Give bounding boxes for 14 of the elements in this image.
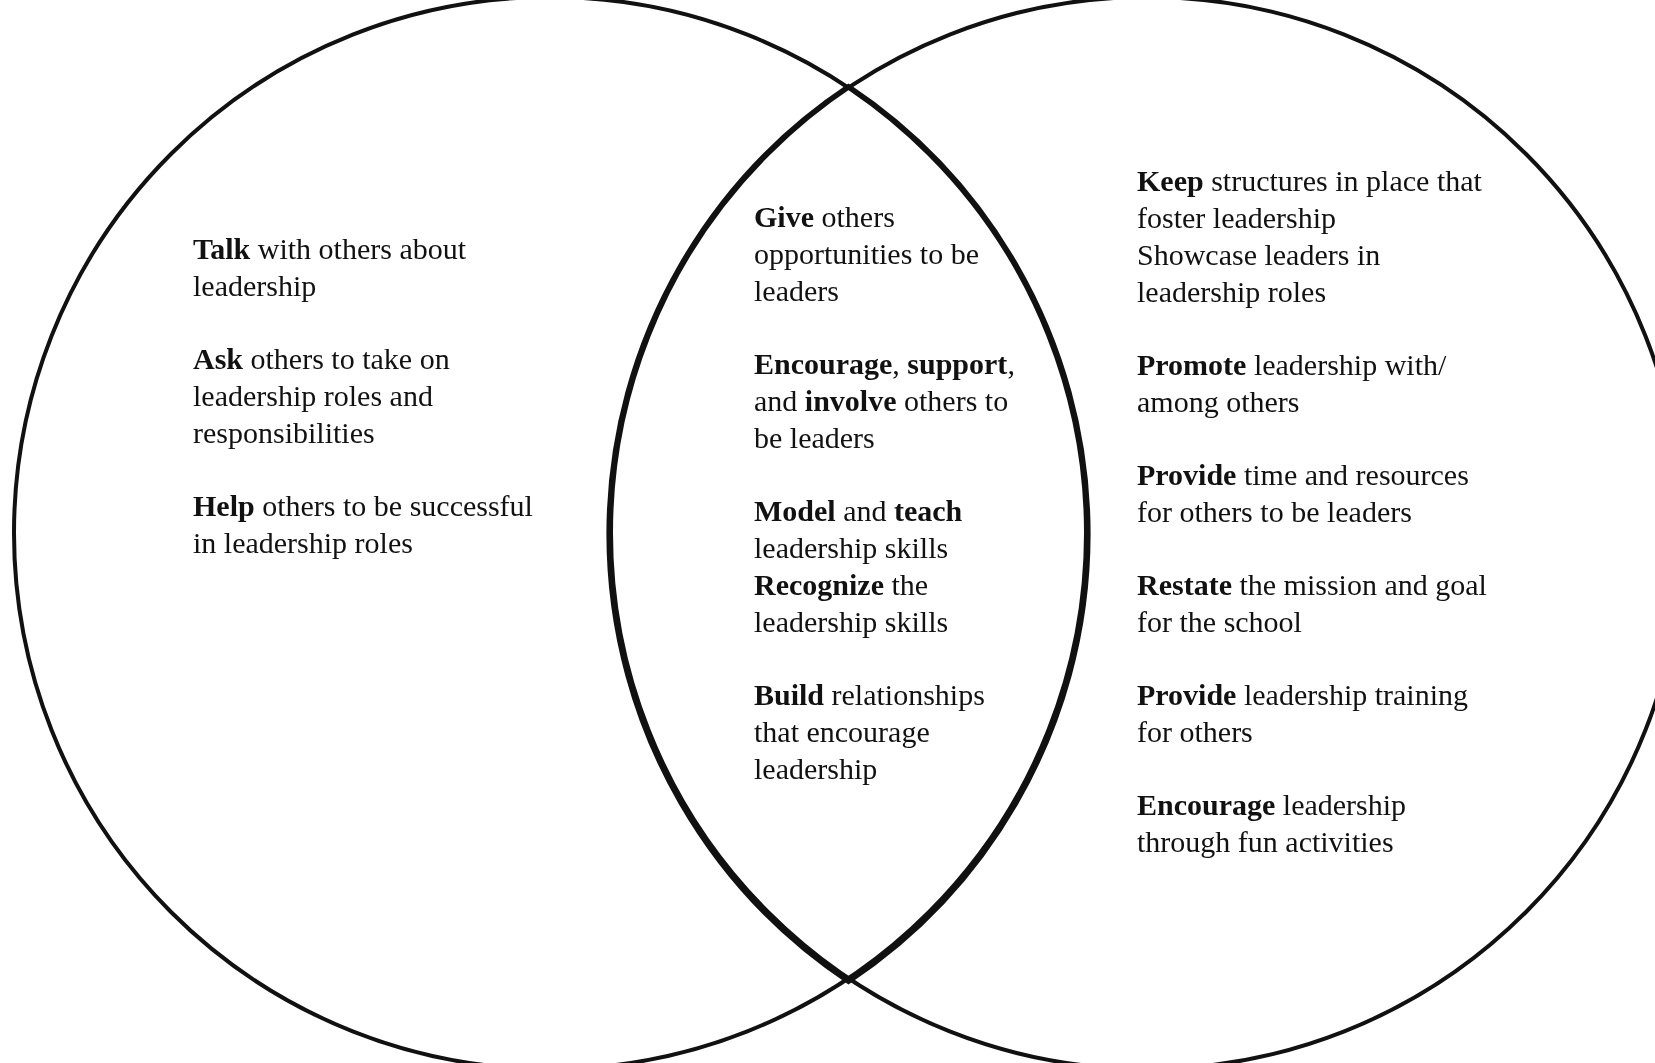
statement-text: Provide leadership training for others (1137, 677, 1470, 750)
statement-text: Encourage leadership through fun activities (1137, 787, 1408, 860)
statement-text: Help others to be successful in leadership roles (193, 488, 534, 561)
statement-text: Keep structures in place that foster leadership (1137, 163, 1483, 236)
statement-text: Recognize the leadership skills (754, 567, 950, 640)
statement-text: Promote leadership with/ among others (1137, 347, 1448, 420)
statement-text: Showcase leaders in leadership roles (1137, 237, 1382, 310)
statement-text: Give others opportunities to be leaders (754, 199, 980, 309)
statement-text: Ask others to take on leadership roles and responsibilities (193, 341, 451, 451)
statement-text: Provide time and resources for others to be leaders (1137, 457, 1470, 530)
statement-text: Restate the mission and goal for the school (1137, 567, 1487, 640)
statement-text: Talk with others about leadership (193, 231, 468, 304)
statement-text: Encourage, support, and involve others to be leaders (754, 346, 1016, 456)
statement-text: Build relationships that encourage leadership (754, 677, 986, 787)
